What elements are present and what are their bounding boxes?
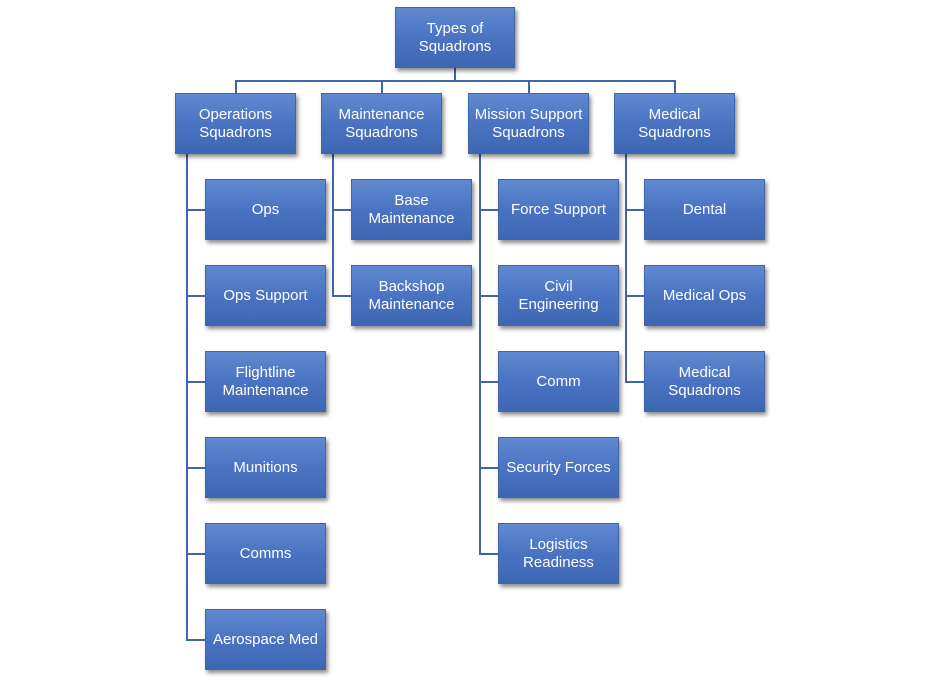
child-node-ops: Ops <box>205 179 326 240</box>
child-node-comm: Comm <box>498 351 619 412</box>
child-connector-comms <box>186 552 205 555</box>
child-connector-ops <box>186 208 205 211</box>
child-node-backshop-maintenance: Backshop Maintenance <box>351 265 472 326</box>
child-node-munitions: Munitions <box>205 437 326 498</box>
group-bus-connector <box>234 80 676 82</box>
child-connector-ops-support <box>186 294 205 297</box>
group-node-mission-support-squadrons: Mission Support Squadrons <box>468 93 589 154</box>
group-drop-connector-medical-squadrons <box>673 80 676 93</box>
root-connector <box>454 68 456 81</box>
child-connector-dental <box>625 208 644 211</box>
child-node-security-forces: Security Forces <box>498 437 619 498</box>
child-connector-comm <box>479 380 498 383</box>
child-node-flightline-maintenance: Flightline Maintenance <box>205 351 326 412</box>
child-node-civil-engineering: Civil Engineering <box>498 265 619 326</box>
child-node-aerospace-med: Aerospace Med <box>205 609 326 670</box>
child-connector-logistics-readiness <box>479 552 498 555</box>
group-node-maintenance-squadrons: Maintenance Squadrons <box>321 93 442 154</box>
child-connector-base-maintenance <box>332 208 351 211</box>
child-connector-flightline-maintenance <box>186 380 205 383</box>
child-node-force-support: Force Support <box>498 179 619 240</box>
child-node-dental: Dental <box>644 179 765 240</box>
spine-connector-mission-support-squadrons <box>479 154 481 555</box>
group-drop-connector-operations-squadrons <box>234 80 237 93</box>
child-node-medical-ops: Medical Ops <box>644 265 765 326</box>
child-connector-security-forces <box>479 466 498 469</box>
group-drop-connector-mission-support-squadrons <box>527 80 530 93</box>
group-drop-connector-maintenance-squadrons <box>380 80 383 93</box>
child-connector-backshop-maintenance <box>332 294 351 297</box>
child-connector-aerospace-med <box>186 638 205 641</box>
group-node-medical-squadrons: Medical Squadrons <box>614 93 735 154</box>
child-connector-civil-engineering <box>479 294 498 297</box>
spine-connector-medical-squadrons <box>625 154 627 383</box>
spine-connector-maintenance-squadrons <box>332 154 334 297</box>
spine-connector-operations-squadrons <box>186 154 188 641</box>
child-connector-munitions <box>186 466 205 469</box>
child-node-logistics-readiness: Logistics Readiness <box>498 523 619 584</box>
child-connector-force-support <box>479 208 498 211</box>
child-node-ops-support: Ops Support <box>205 265 326 326</box>
child-node-base-maintenance: Base Maintenance <box>351 179 472 240</box>
child-node-comms: Comms <box>205 523 326 584</box>
child-connector-medical-ops <box>625 294 644 297</box>
group-node-operations-squadrons: Operations Squadrons <box>175 93 296 154</box>
child-connector-medical-squadrons <box>625 380 644 383</box>
child-node-medical-squadrons: Medical Squadrons <box>644 351 765 412</box>
root-node-types-of-squadrons: Types of Squadrons <box>395 7 515 68</box>
